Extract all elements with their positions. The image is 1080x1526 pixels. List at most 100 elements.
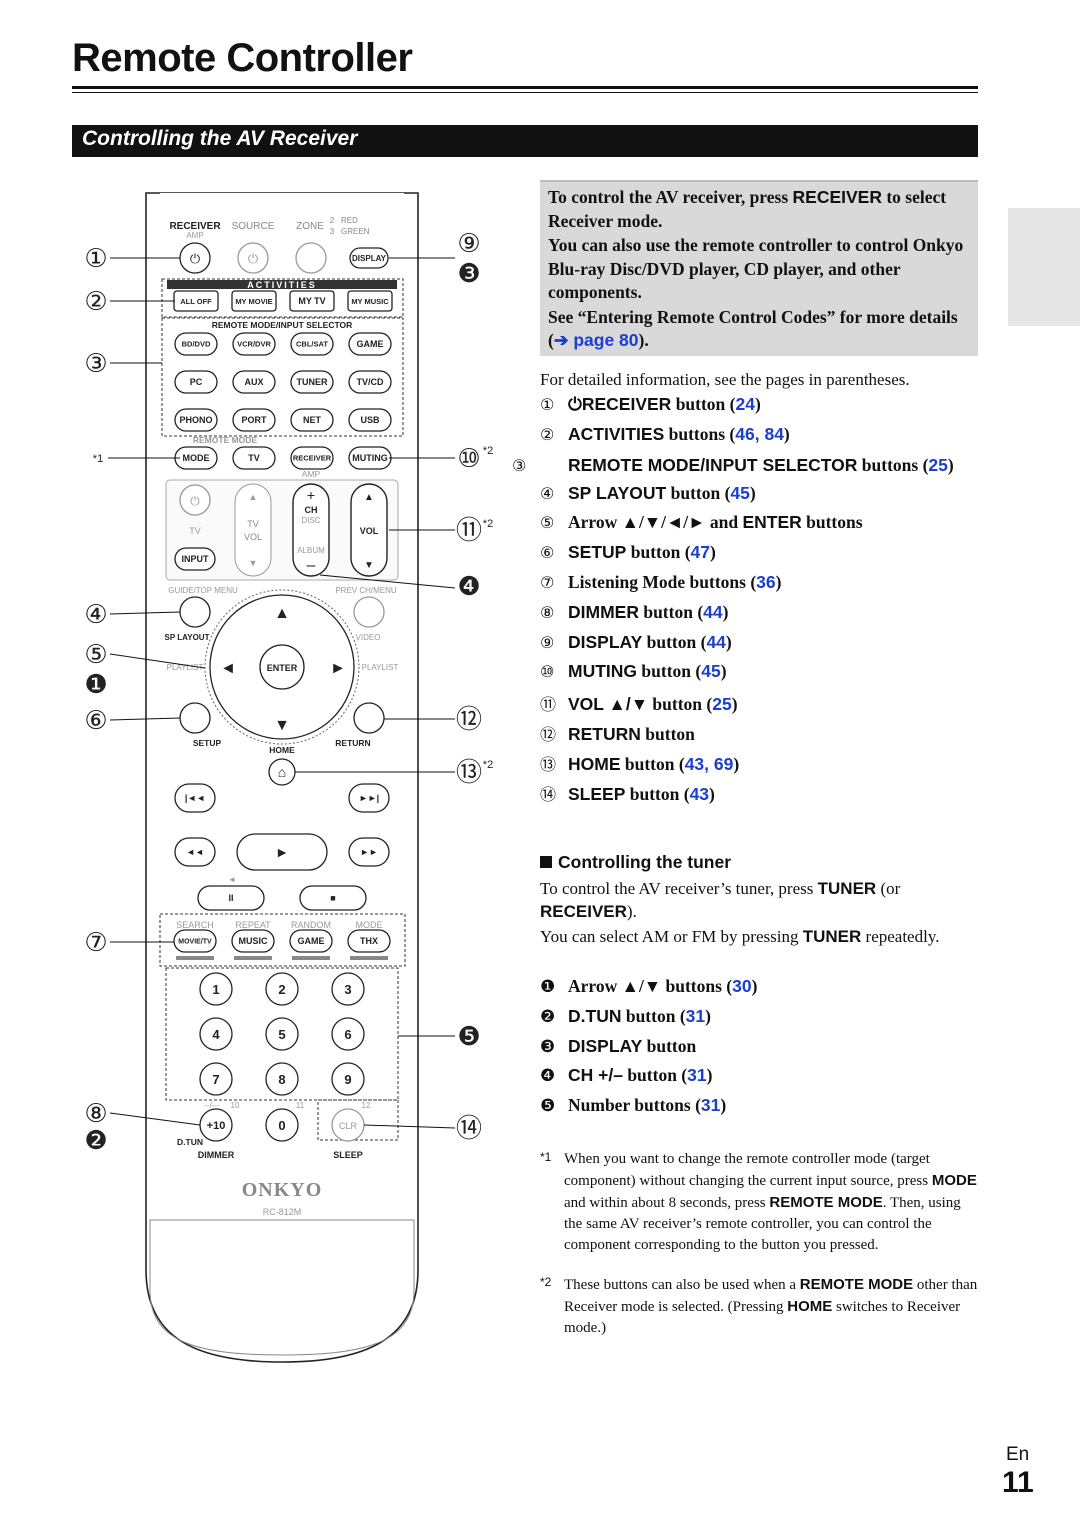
home-label: HOME [269, 745, 295, 755]
selector-button[interactable] [174, 408, 218, 432]
callout-number: ⑩ [457, 444, 480, 474]
page-ref-link[interactable]: 31 [685, 1005, 706, 1026]
selector-button[interactable] [348, 370, 392, 394]
number-button[interactable] [265, 1062, 299, 1096]
page-ref-link[interactable]: 36 [756, 571, 776, 592]
guide-label: GUIDE/TOP MENU [168, 586, 238, 595]
page-ref-link[interactable]: 47 [690, 542, 711, 563]
page-ref-link[interactable]: 44 [706, 631, 726, 652]
brand-logo: ONKYO [242, 1179, 323, 1201]
remote-button-label: ► [275, 844, 289, 860]
sp-layout-button[interactable] [179, 596, 211, 628]
play-button[interactable] [236, 833, 328, 871]
page-ref-link[interactable]: 45 [730, 482, 750, 503]
remote-button-label: MODE [183, 453, 210, 463]
page-ref-link[interactable]: 25 [712, 694, 732, 715]
number-button[interactable] [199, 972, 233, 1006]
selector-button[interactable] [232, 370, 276, 394]
item-number: ③ [512, 455, 527, 475]
ffwd-button[interactable] [348, 837, 390, 867]
pause-button[interactable] [197, 885, 265, 911]
display-button[interactable] [349, 247, 389, 269]
item-number: ④ [540, 483, 555, 503]
page-ref-link[interactable]: 45 [701, 661, 721, 682]
selector-button[interactable] [232, 332, 276, 356]
sub-label: --/--- [204, 1101, 220, 1110]
prev-track-button[interactable] [174, 783, 216, 813]
enter-button[interactable] [259, 644, 305, 690]
ch-plus: + [307, 487, 315, 503]
number-button[interactable] [265, 1017, 299, 1051]
disc-label: DISC [301, 516, 320, 525]
prev-ch-button[interactable] [353, 596, 385, 628]
stop-button[interactable] [299, 885, 367, 911]
page-ref-link[interactable]: 30 [732, 976, 752, 996]
return-button[interactable] [353, 702, 385, 734]
selector-button[interactable] [290, 408, 334, 432]
remote-button-label: TV/CD [357, 377, 385, 387]
activity-button[interactable] [289, 290, 335, 312]
selector-button[interactable] [348, 332, 392, 356]
page-ref-link[interactable]: 46, 84 [735, 423, 784, 444]
clr-label: CLR [339, 1121, 358, 1131]
playlist-label: PLAYLIST [362, 663, 399, 672]
page-ref-link[interactable]: 31 [687, 1065, 707, 1086]
input-button[interactable] [174, 547, 216, 571]
next-track-button[interactable] [348, 783, 390, 813]
listening-mode-button[interactable] [289, 929, 333, 953]
callout-line [363, 1124, 456, 1129]
listen-sub-label: RANDOM [291, 920, 331, 930]
page-ref-link[interactable]: 25 [928, 454, 948, 475]
page-ref-link[interactable]: 31 [700, 1095, 721, 1116]
page-ref-link[interactable]: 43, 69 [684, 753, 734, 774]
item-label: REMOTE MODE/INPUT SELECTOR [568, 454, 858, 475]
mode-button[interactable] [290, 446, 334, 470]
listen-sub-label: REPEAT [235, 920, 271, 930]
number-button[interactable] [265, 972, 299, 1006]
zero-button[interactable] [265, 1108, 299, 1142]
selector-button[interactable] [232, 408, 276, 432]
remote-button-label: MUTING [352, 453, 388, 463]
activity-button[interactable] [231, 290, 277, 312]
listening-mode-button[interactable] [231, 929, 275, 953]
rewind-button[interactable] [174, 837, 216, 867]
selector-button[interactable] [174, 332, 218, 356]
selector-button[interactable] [348, 408, 392, 432]
page-ref-link[interactable]: 24 [735, 394, 755, 414]
activity-button[interactable] [347, 290, 393, 312]
zone-button[interactable] [295, 242, 327, 274]
setup-button[interactable] [179, 702, 211, 734]
mode-button[interactable] [232, 446, 276, 470]
callout-number: ③ [84, 349, 107, 379]
page-ref-link[interactable]: 44 [703, 601, 723, 622]
source-power-button[interactable] [237, 242, 269, 274]
listening-mode-button[interactable] [173, 929, 217, 953]
number-button[interactable] [331, 1017, 365, 1051]
tv-power-button[interactable] [179, 484, 211, 516]
listening-mode-button[interactable] [347, 929, 391, 953]
item-number: ② [540, 424, 555, 444]
selector-button[interactable] [174, 370, 218, 394]
number-button[interactable] [199, 1062, 233, 1096]
number-button[interactable] [331, 1062, 365, 1096]
page-ref-link[interactable]: 43 [689, 783, 710, 804]
vol-rocker[interactable] [350, 483, 388, 577]
ch-rocker[interactable] [292, 483, 330, 577]
item-number: ⑫ [540, 724, 557, 744]
item-number: ❺ [540, 1096, 556, 1117]
source-label: SOURCE [232, 221, 275, 232]
activities-bar [167, 280, 397, 289]
page-link[interactable]: ➔ page 80 [553, 330, 639, 350]
selector-button[interactable] [290, 370, 334, 394]
number-button[interactable] [199, 1017, 233, 1051]
item-label: ACTIVITIES [568, 423, 665, 444]
selector-button[interactable] [290, 332, 334, 356]
number-button[interactable] [331, 972, 365, 1006]
